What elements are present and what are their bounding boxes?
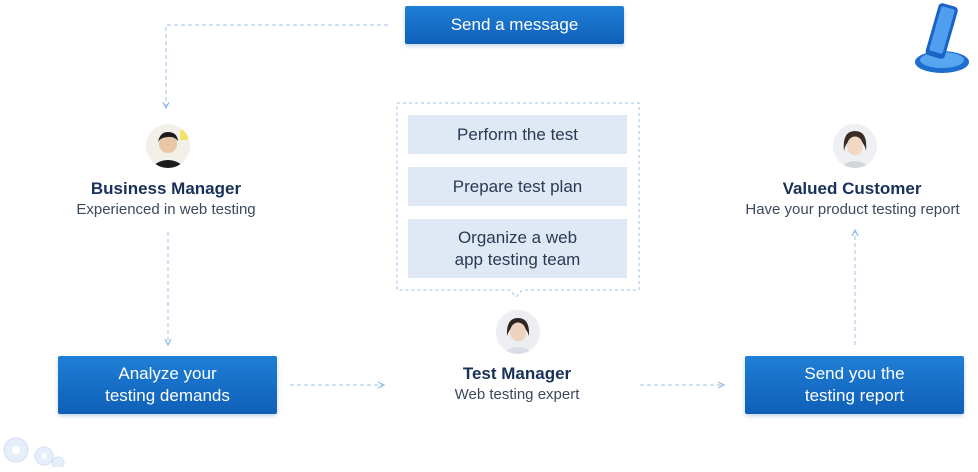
business-manager-name: Business Manager [90, 179, 242, 198]
valued-customer-name: Valued Customer [782, 179, 922, 198]
test-manager-desc: Web testing expert [454, 386, 580, 403]
connector-message-to-manager [166, 24, 388, 106]
phone-icon [912, 0, 972, 76]
step-perform-test: Perform the test [408, 115, 627, 154]
avatar-business-manager [146, 124, 190, 168]
valued-customer-desc: Have your product testing report [745, 201, 960, 218]
send-message-button[interactable]: Send a message [405, 6, 624, 44]
avatar-test-manager [496, 310, 540, 354]
step-prepare-plan: Prepare test plan [408, 167, 627, 206]
avatar-customer [833, 124, 877, 168]
business-manager-desc: Experienced in web testing [76, 201, 256, 218]
send-report-button[interactable]: Send you the testing report [745, 356, 964, 414]
gear-icon [0, 432, 70, 470]
analyze-demands-button[interactable]: Analyze your testing demands [58, 356, 277, 414]
test-manager-name: Test Manager [462, 364, 572, 383]
step-organize-team: Organize a web app testing team [408, 219, 627, 278]
